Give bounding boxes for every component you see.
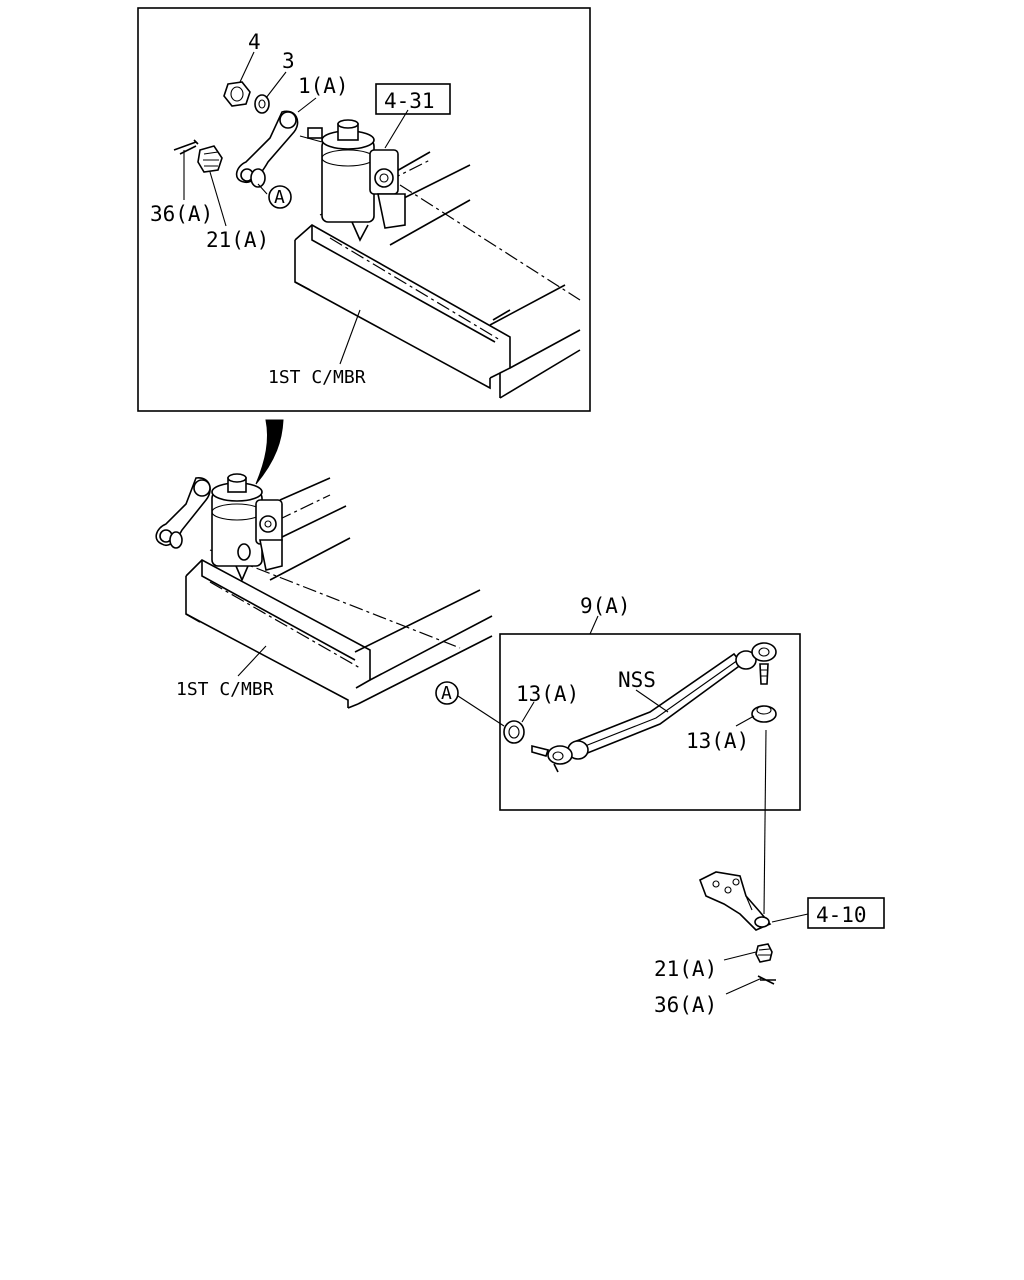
detail-view-frame [137, 7, 591, 412]
crossmember-detail [294, 151, 581, 399]
washer-3 [254, 94, 270, 114]
zoom-pointer [255, 419, 284, 485]
steering-gear-assembly [211, 473, 283, 583]
nut-4 [223, 81, 251, 107]
label-crossmember-mid: 1ST C/MBR [176, 679, 274, 700]
leader-line-mbr-mid [237, 645, 267, 677]
label-part-21a-bottom: 21(A) [654, 957, 717, 981]
label-nss: NSS [618, 668, 656, 692]
leader-lines-detail [183, 51, 409, 365]
marker-a-mid: A [435, 681, 459, 705]
dust-boot-left [503, 720, 525, 744]
label-part-21a-top: 21(A) [206, 228, 269, 252]
ball-joint-right [735, 642, 777, 685]
label-ref-4-31: 4-31 [384, 89, 435, 113]
steering-gear-detail [299, 119, 406, 242]
ball-joint-left [531, 740, 589, 773]
label-part-3: 3 [282, 49, 295, 73]
label-part-36a-top: 36(A) [150, 202, 213, 226]
label-ref-4-10: 4-10 [816, 903, 867, 927]
marker-a-top: A [268, 185, 292, 209]
label-part-9a: 9(A) [580, 594, 631, 618]
marker-a-top-letter: A [274, 187, 285, 208]
label-part-13a-right: 13(A) [686, 729, 749, 753]
leader-lines-knuckle [723, 913, 809, 995]
marker-a-mid-letter: A [441, 683, 452, 704]
label-part-4: 4 [248, 30, 261, 54]
label-part-13a-left: 13(A) [516, 682, 579, 706]
label-part-1a: 1(A) [298, 74, 349, 98]
cotter-pin-36a-bottom [757, 975, 776, 985]
knuckle-arm [698, 871, 772, 931]
label-crossmember-top: 1ST C/MBR [268, 367, 366, 388]
leader-lines-drag-link [457, 689, 755, 727]
cotter-pin-36a-top [173, 139, 199, 155]
reference-box-4-10: 4-10 [807, 897, 885, 929]
label-part-36a-bottom: 36(A) [654, 993, 717, 1017]
castle-nut-21a-top [197, 145, 223, 173]
castle-nut-21a-bottom [755, 943, 773, 963]
pitman-arm-assembly [155, 477, 211, 549]
pitman-arm-detail [173, 81, 299, 188]
reference-box-4-31: 4-31 [375, 83, 451, 115]
drag-link [503, 642, 777, 773]
vertical-alignment-line [763, 729, 767, 915]
drag-link-frame [499, 615, 801, 811]
dust-boot-right [751, 705, 777, 723]
